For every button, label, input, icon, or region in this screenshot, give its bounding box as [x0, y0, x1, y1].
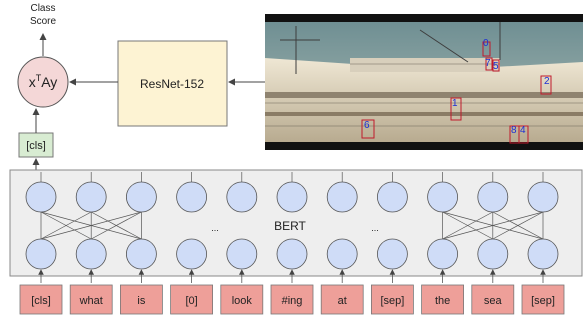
token-0: [cls]: [19, 284, 63, 315]
detection-label-5: 5: [493, 61, 499, 72]
score-function-node: [17, 56, 69, 108]
token-3: [0]: [170, 284, 214, 315]
bert-bottom-node-7: [376, 238, 408, 270]
resnet-block: [117, 40, 228, 127]
detection-label-2: 2: [544, 76, 550, 87]
token-10: [sep]: [521, 284, 565, 315]
bert-top-node-9: [477, 181, 509, 213]
bert-bottom-node-3: [176, 238, 208, 270]
bert-bottom-node-2: [125, 238, 157, 270]
score-fn-rest: Ay: [41, 74, 57, 90]
score-function-label: xTAy: [29, 73, 58, 90]
token-4: look: [220, 284, 264, 315]
bert-bottom-node-9: [477, 238, 509, 270]
bert-label: BERT: [274, 219, 306, 233]
bert-top-node-6: [326, 181, 358, 213]
bert-bottom-node-4: [226, 238, 258, 270]
attention-edge: [442, 211, 493, 240]
bert-bottom-node-0: [25, 238, 57, 270]
token-box: [320, 284, 364, 315]
bert-top-node-8: [427, 181, 459, 213]
token-8: the: [421, 284, 465, 315]
token-label: [0]: [185, 295, 197, 307]
bert-top-node-5: [276, 181, 308, 213]
token-box: [421, 284, 465, 315]
bert-top-node-2: [125, 181, 157, 213]
bert-bottom-node-8: [427, 238, 459, 270]
token-label: #ing: [282, 295, 303, 307]
ellipsis-right: ...: [371, 223, 379, 233]
token-label: the: [435, 295, 450, 307]
token-5: #ing: [270, 284, 314, 315]
class-score-label-line1: Class: [30, 3, 55, 14]
bert-top-node-7: [376, 181, 408, 213]
bert-bottom-node-1: [75, 238, 107, 270]
token-1: what: [69, 284, 113, 315]
bert-top-node-1: [75, 181, 107, 213]
token-label: [sep]: [531, 295, 555, 307]
token-box: [521, 284, 565, 315]
token-box: [19, 284, 63, 315]
cls-output-label: [cls]: [26, 140, 46, 152]
score-fn-sup: T: [36, 73, 42, 83]
detection-label-0: 0: [483, 38, 489, 49]
bert-bottom-node-10: [527, 238, 559, 270]
detection-label-8: 8: [511, 125, 517, 136]
token-box: [170, 284, 214, 315]
token-label: sea: [484, 295, 503, 307]
token-box: [69, 284, 113, 315]
bert-top-node-4: [226, 181, 258, 213]
detection-label-7: 7: [485, 58, 491, 69]
token-label: is: [137, 295, 145, 307]
bert-layer: [25, 172, 559, 283]
detection-label-4: 4: [520, 125, 526, 136]
token-7: [sep]: [370, 284, 414, 315]
detection-label-6: 6: [364, 120, 370, 131]
scene-image: 0 7 5 2 1 6 8 4: [265, 14, 583, 150]
resnet-label: ResNet-152: [140, 77, 204, 91]
token-label: [cls]: [31, 295, 51, 307]
token-label: [sep]: [380, 295, 404, 307]
token-row: [cls] what is [0] look #ing at [sep] the sea [sep]: [19, 284, 565, 315]
token-label: what: [79, 295, 103, 307]
token-box: [220, 284, 264, 315]
attention-edge: [442, 211, 544, 240]
token-box: [120, 284, 163, 315]
token-2: is: [120, 284, 163, 315]
bert-top-node-10: [527, 181, 559, 213]
attention-edge: [91, 211, 142, 240]
token-9: sea: [471, 284, 515, 315]
token-label: look: [232, 295, 253, 307]
token-box: [471, 284, 515, 315]
attention-edge: [40, 211, 92, 240]
attention-edge: [492, 211, 544, 240]
score-fn-base: x: [29, 74, 36, 90]
bert-bottom-node-6: [326, 238, 358, 270]
token-label: at: [338, 295, 347, 307]
bert-top-node-3: [176, 181, 208, 213]
token-box: [270, 284, 314, 315]
ellipsis-left: ...: [211, 223, 219, 233]
detection-label-1: 1: [452, 98, 458, 109]
attention-edge: [40, 211, 142, 240]
bert-top-node-0: [25, 181, 57, 213]
class-score-label-line2: Score: [30, 16, 57, 27]
cls-output-box: [18, 132, 54, 158]
token-6: at: [320, 284, 364, 315]
bert-bottom-node-5: [276, 238, 308, 270]
token-box: [370, 284, 414, 315]
